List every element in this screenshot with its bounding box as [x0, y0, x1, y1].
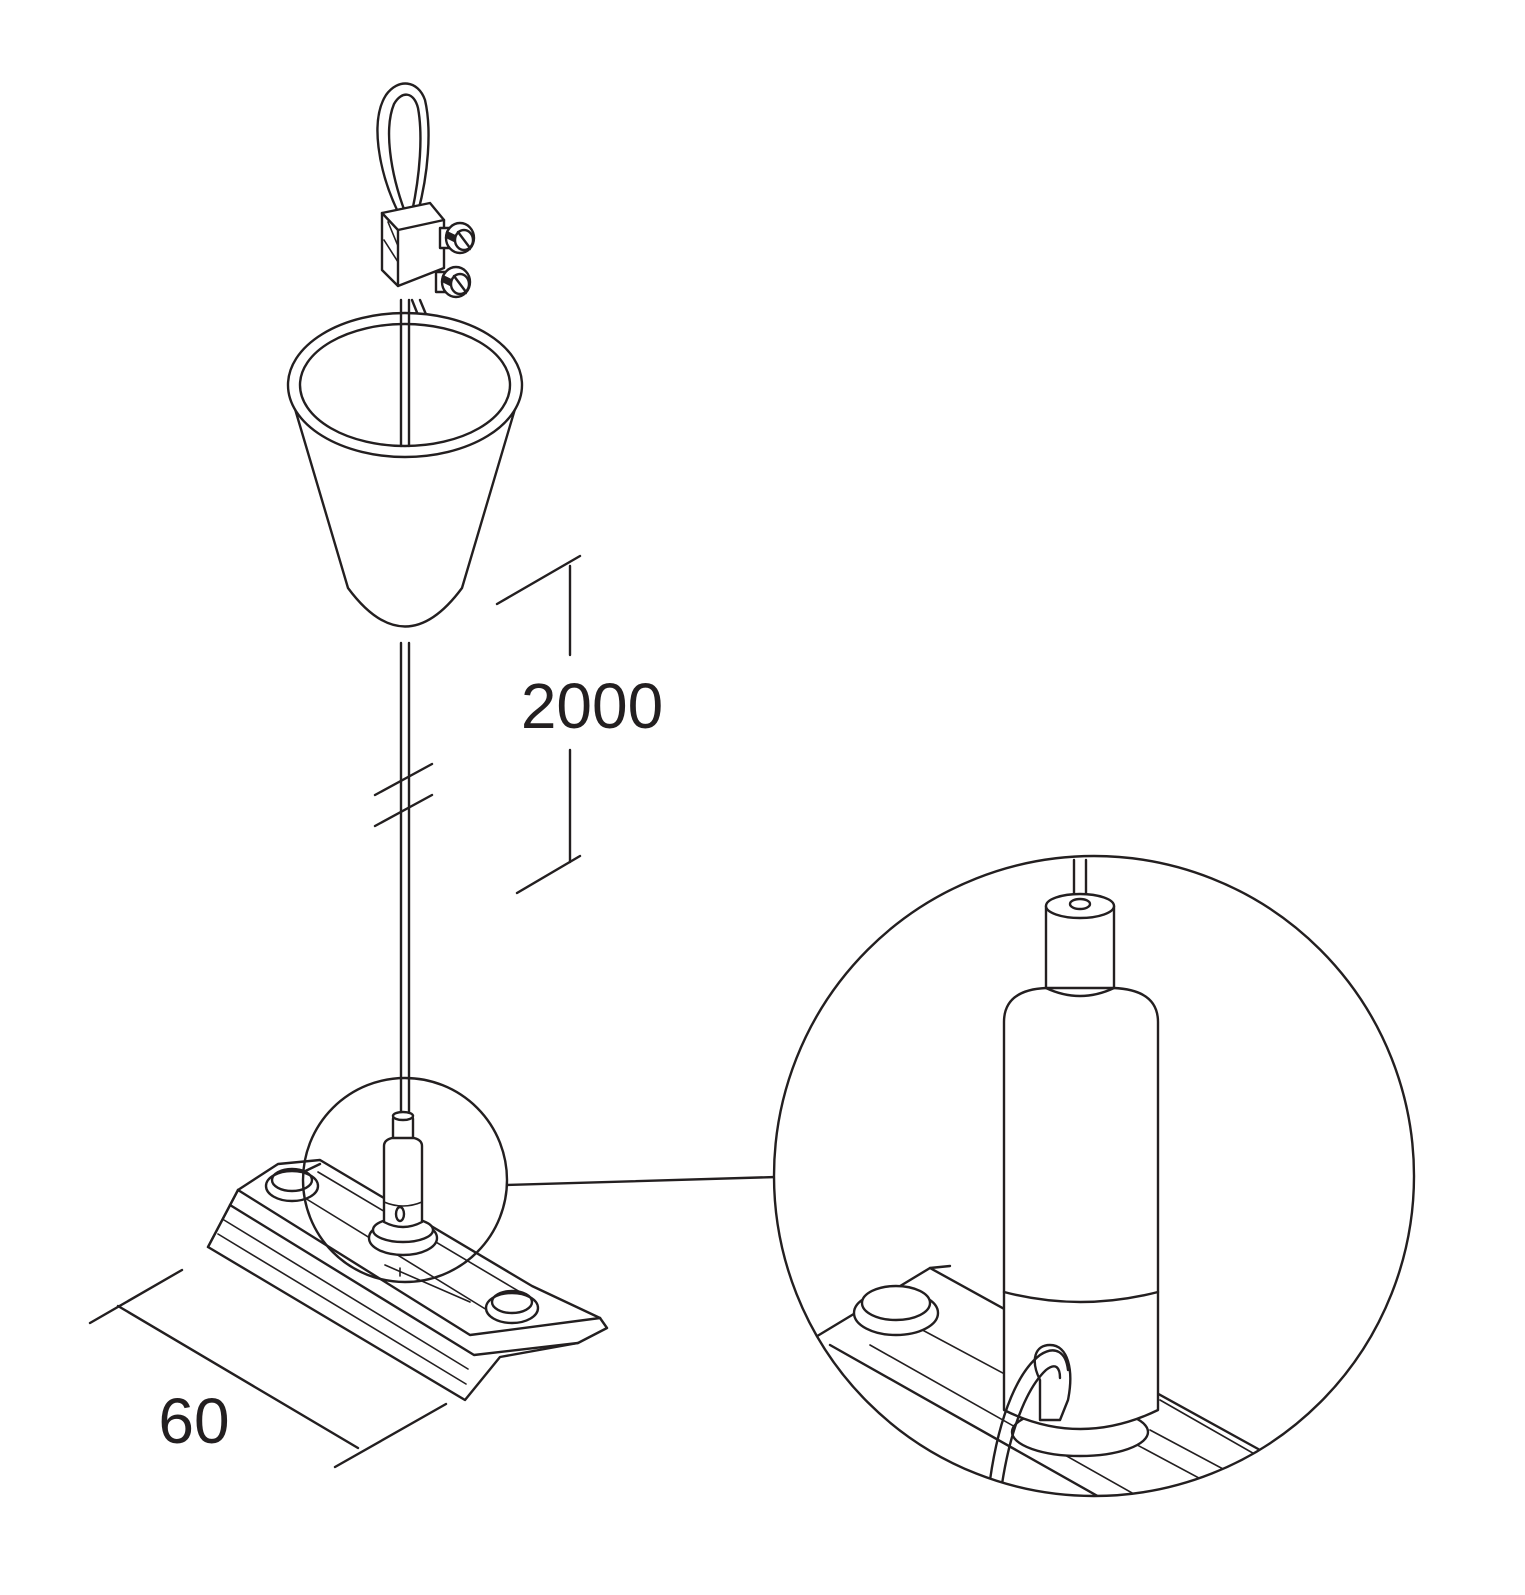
- detail-leader-line: [505, 1175, 778, 1187]
- clamp-screw-upper: [438, 221, 476, 255]
- suspension-cable: [373, 641, 434, 1115]
- wire-clamp-block: [380, 201, 446, 288]
- dimension-width: 60: [88, 1268, 448, 1469]
- cable-gripper: [367, 1110, 439, 1257]
- detail-view-circle: [772, 854, 1416, 1498]
- adapter-rivet-front: [484, 1291, 540, 1325]
- detail-callout-circle: [301, 1076, 509, 1284]
- dimension-length: 2000: [495, 554, 663, 895]
- clamp-screw-lower: [434, 265, 472, 299]
- dimension-label-length: 2000: [521, 670, 663, 742]
- ceiling-canopy: [286, 298, 524, 628]
- detail-view: [772, 854, 1416, 1498]
- dimension-label-width: 60: [158, 1385, 229, 1457]
- break-mark-upper: [373, 762, 434, 797]
- break-mark-lower: [373, 793, 434, 828]
- track-adapter: [206, 1158, 609, 1402]
